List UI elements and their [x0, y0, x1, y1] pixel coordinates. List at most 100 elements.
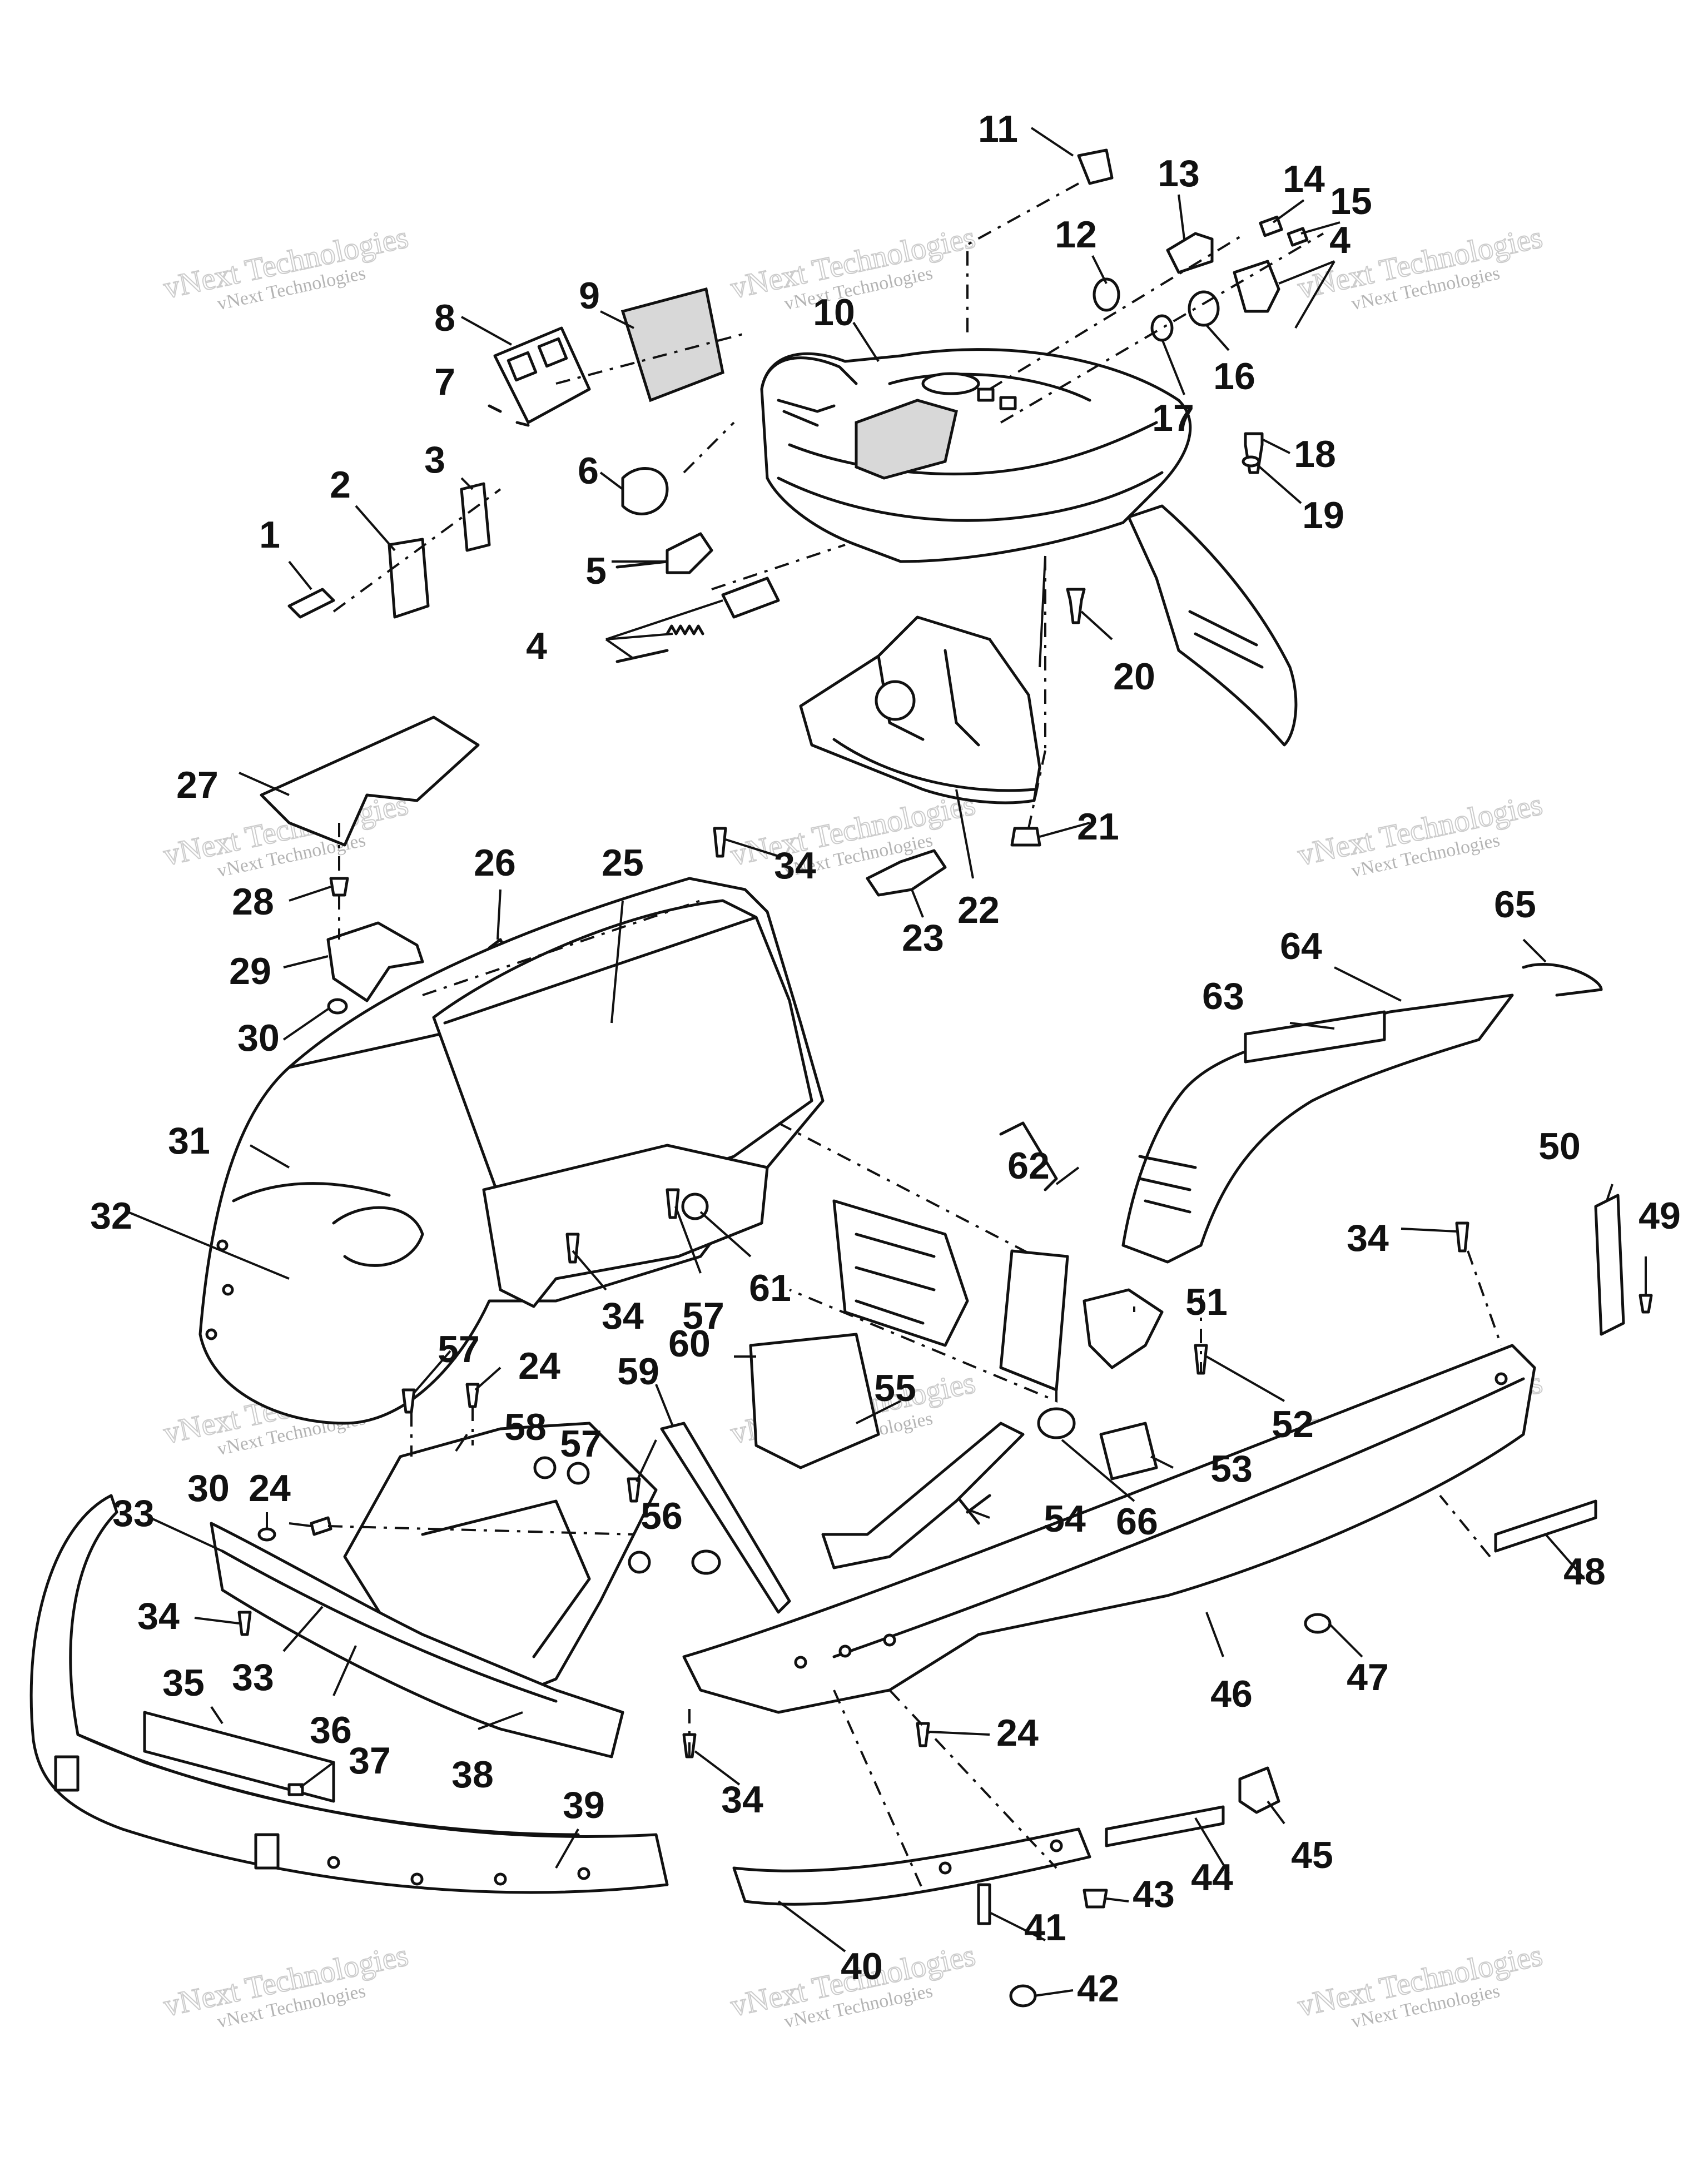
callout-51: 51	[1185, 1281, 1228, 1323]
callout-46: 46	[1210, 1673, 1253, 1715]
part-3-bracket	[460, 482, 491, 552]
part-40-lower-rail	[732, 1827, 1091, 1906]
part-51-bracket	[1083, 1288, 1164, 1369]
part-43-screw	[1083, 1889, 1108, 1909]
callout-30-b: 30	[187, 1467, 230, 1509]
part-24-screw-b	[310, 1516, 332, 1536]
callout-20: 20	[1113, 655, 1155, 698]
callout-32: 32	[90, 1195, 132, 1237]
callout-37: 37	[349, 1740, 391, 1782]
callout-1: 1	[259, 514, 280, 556]
callout-34-e: 34	[721, 1778, 763, 1821]
callout-65: 65	[1494, 883, 1536, 926]
callout-57-b: 57	[438, 1328, 480, 1370]
callout-23: 23	[902, 917, 944, 959]
part-55-support	[821, 1422, 1025, 1569]
callout-30-a: 30	[237, 1017, 280, 1059]
part-56-bushing	[691, 1549, 721, 1575]
part-52-screw	[1194, 1344, 1208, 1375]
callout-14: 14	[1283, 158, 1325, 200]
part-37-clip	[287, 1783, 304, 1796]
callout-16: 16	[1213, 355, 1255, 398]
callout-24-a: 24	[518, 1345, 560, 1387]
callout-63: 63	[1202, 975, 1244, 1017]
part-34-screw	[565, 1233, 580, 1264]
hood-mount-bracket	[832, 1199, 969, 1347]
part-4-pin	[615, 649, 669, 663]
gauge-window	[855, 399, 958, 480]
part-46-side-panel	[682, 1344, 1536, 1714]
callout-12: 12	[1055, 213, 1097, 256]
part-25-hood-inner	[432, 899, 813, 1203]
part-4-spring	[666, 624, 704, 635]
callout-59: 59	[617, 1350, 659, 1393]
part-48-strip	[1494, 1499, 1597, 1553]
part-hood-bracket	[482, 1144, 769, 1308]
hood-assembly	[198, 716, 1069, 1425]
callouts: 1 2 3 4 4 5 6 7 8 9 10 11 12 13 14 15 16…	[90, 108, 1681, 2010]
part-5-light	[666, 532, 713, 574]
callout-9: 9	[579, 275, 600, 317]
part-45-block	[1238, 1766, 1280, 1814]
callout-19: 19	[1302, 494, 1344, 536]
part-42-nut	[1009, 1984, 1037, 2008]
callout-43: 43	[1133, 1873, 1175, 1915]
part-6-ring	[621, 467, 669, 515]
callout-27: 27	[176, 764, 219, 806]
callout-49: 49	[1639, 1195, 1681, 1237]
part-27-heat-shield	[260, 716, 480, 847]
part-50-strap	[1594, 1194, 1625, 1336]
part-44-strip	[1105, 1805, 1225, 1847]
callout-66: 66	[1116, 1501, 1158, 1543]
part-11-switch	[1077, 148, 1114, 185]
callout-55: 55	[874, 1367, 916, 1409]
part-19-washer	[1242, 455, 1260, 468]
callout-44: 44	[1191, 1856, 1233, 1899]
callout-2: 2	[330, 464, 351, 506]
callout-8: 8	[434, 297, 455, 339]
callout-38: 38	[451, 1753, 494, 1796]
callout-24-b: 24	[249, 1467, 291, 1509]
part-12-nut	[1093, 277, 1120, 312]
callout-61: 61	[749, 1267, 791, 1309]
part-53-plate	[1099, 1422, 1158, 1481]
callout-33-b: 33	[232, 1656, 274, 1698]
callout-41: 41	[1024, 1906, 1066, 1949]
part-15-clip	[1287, 227, 1309, 247]
part-29-shield-bracket	[326, 921, 424, 1002]
callout-31: 31	[168, 1120, 210, 1162]
part-28-screw	[329, 877, 349, 897]
callout-21: 21	[1077, 806, 1119, 848]
part-63-decal	[1244, 1010, 1386, 1064]
part-49-screw	[1639, 1294, 1653, 1314]
callout-25: 25	[602, 842, 644, 884]
part-8-bezel	[493, 326, 591, 424]
callout-29: 29	[229, 950, 271, 992]
part-62-clip	[999, 1121, 1058, 1191]
callout-10: 10	[813, 291, 855, 334]
callout-28: 28	[232, 881, 274, 923]
callout-62: 62	[1007, 1145, 1050, 1187]
callout-24-c: 24	[996, 1712, 1039, 1754]
part-35-decal	[143, 1711, 335, 1803]
part-24-screw-c	[916, 1722, 930, 1747]
watermark: vNext Technologies vNext Technologies	[160, 1937, 412, 2033]
part-4-knob	[1233, 260, 1280, 313]
part-30-nut-lower	[257, 1527, 276, 1542]
callout-4-upper: 4	[1329, 219, 1350, 261]
callout-34-c: 34	[1347, 1217, 1389, 1259]
part-2-switch-body	[388, 538, 430, 619]
callout-39: 39	[563, 1784, 605, 1826]
callout-34-a: 34	[774, 844, 816, 887]
part-4-block	[721, 577, 780, 619]
part-64-fender	[1121, 993, 1514, 1264]
part-34-screw-right	[1455, 1221, 1469, 1253]
watermark: vNext Technologies vNext Technologies	[727, 787, 979, 882]
callout-3: 3	[424, 439, 445, 481]
callout-13: 13	[1158, 152, 1200, 195]
callout-58: 58	[504, 1406, 547, 1448]
part-34-screw-top	[713, 827, 727, 858]
watermark: vNext Technologies vNext Technologies	[1294, 787, 1546, 882]
part-30-nut	[327, 998, 348, 1015]
